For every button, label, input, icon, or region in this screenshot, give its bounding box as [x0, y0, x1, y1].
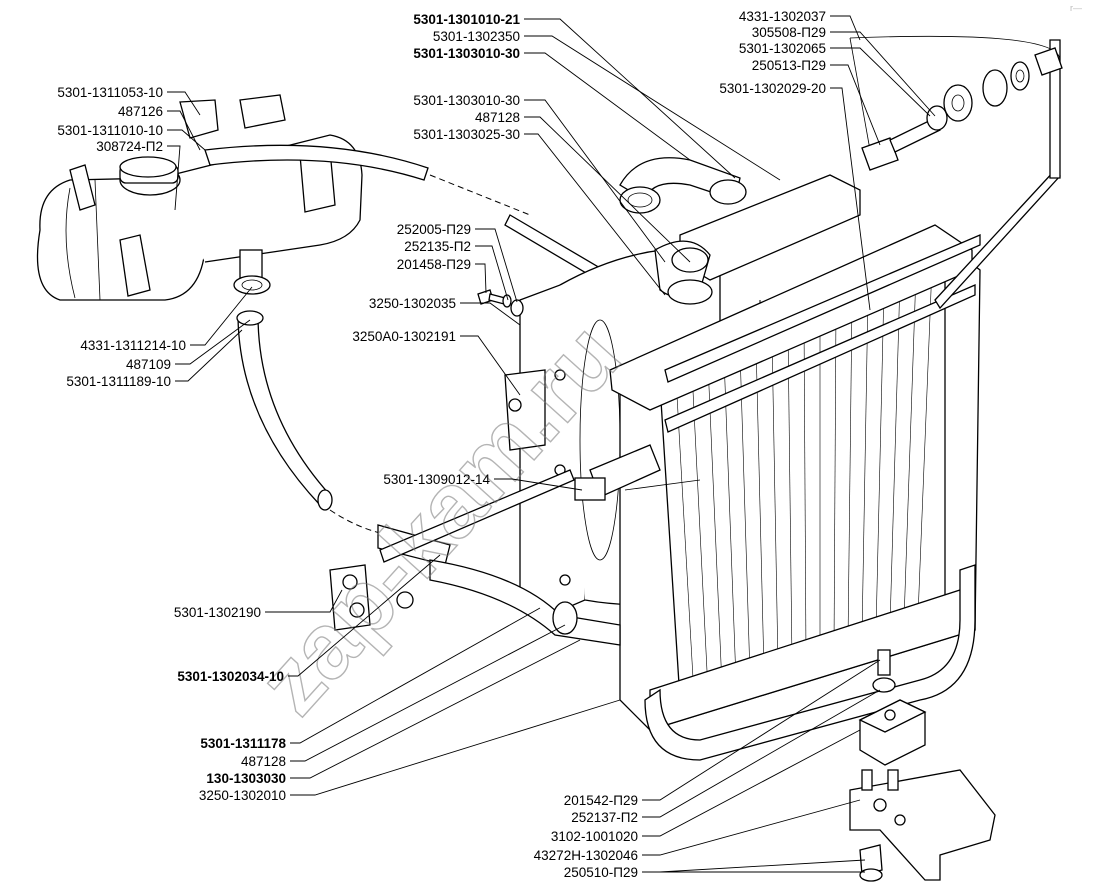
part-label: 5301-1303025-30: [413, 127, 520, 142]
part-label: 305508-П29: [752, 25, 826, 40]
part-label: 5301-1311010-10: [57, 123, 163, 138]
part-label: 5301-1311178: [200, 736, 286, 751]
part-label: 252137-П2: [571, 810, 638, 825]
part-labels: 5301-1301010-21 5301-1302350 5301-130301…: [57, 9, 826, 880]
part-label: 487109: [126, 357, 171, 372]
part-label: 5301-1302034-10: [177, 669, 284, 684]
part-label: 252135-П2: [404, 239, 471, 254]
part-label: 487126: [118, 104, 163, 119]
vent-hose-upper: [204, 144, 429, 181]
part-label: 201542-П29: [564, 793, 638, 808]
part-label: 43272Н-1302046: [534, 848, 638, 863]
bolt-set: [861, 47, 1063, 171]
lower-bracket: [329, 469, 575, 631]
part-label: 3250А0-1302191: [352, 329, 456, 344]
part-label: 487128: [475, 110, 520, 125]
part-label: 5301-1302190: [174, 605, 261, 620]
mount-assembly: [849, 649, 996, 882]
part-label: 3102-1001020: [551, 829, 638, 844]
part-label: 5301-1303010-30: [413, 93, 520, 108]
part-label: 4331-1311214-10: [80, 338, 186, 353]
lower-hose: [237, 314, 331, 506]
parts-drawing: [36, 35, 1063, 882]
radiator-core: [609, 174, 981, 761]
part-label: 5301-1302065: [739, 41, 826, 56]
upper-pipe: [619, 157, 747, 305]
corner-mark: r—: [1070, 3, 1082, 13]
part-label: 5301-1302350: [433, 29, 520, 44]
part-label: 5301-1309012-14: [383, 472, 490, 487]
part-label: 252005-П29: [397, 222, 471, 237]
part-label: 5301-1311053-10: [57, 85, 163, 100]
part-label: 3250-1302035: [369, 296, 456, 311]
part-label: 130-1303030: [206, 771, 286, 786]
part-label: 201458-П29: [397, 257, 471, 272]
radiator-fins: [675, 265, 933, 697]
part-label: 5301-1302029-20: [719, 81, 826, 96]
part-label: 250510-П29: [564, 865, 638, 880]
part-label: 4331-1302037: [739, 9, 826, 24]
part-label: 5301-1311189-10: [66, 374, 171, 389]
part-label: 250513-П29: [752, 58, 826, 73]
part-label: 5301-1301010-21: [413, 12, 520, 27]
leader-lines: [167, 15, 936, 873]
part-label: 487128: [241, 754, 286, 769]
part-label: 3250-1302010: [199, 788, 286, 803]
part-label: 308724-П2: [96, 139, 163, 154]
expansion-tank: [36, 94, 363, 301]
part-label: 5301-1303010-30: [413, 46, 520, 61]
